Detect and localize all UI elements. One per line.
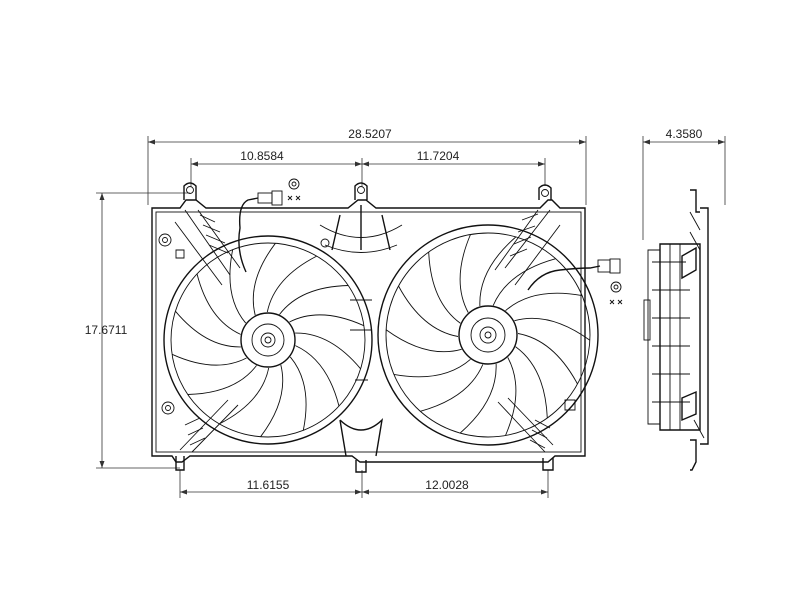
front-view <box>151 178 623 473</box>
shroud-frame <box>151 199 586 463</box>
left-fan-blade <box>260 364 284 437</box>
left-fan-blade <box>175 310 241 348</box>
side-view <box>643 189 709 471</box>
right-fan-blade <box>398 285 459 337</box>
right-fan-blade <box>393 358 471 378</box>
right-fan-blade <box>385 329 462 353</box>
left-fan-blade <box>295 332 361 370</box>
left-fan-blade <box>279 285 349 315</box>
right-fan-blade <box>459 234 471 313</box>
left-fan-blade <box>289 356 307 431</box>
right-fan-blade <box>515 346 548 419</box>
dim-side-depth: 4.3580 <box>666 127 703 141</box>
left-fan <box>163 235 373 445</box>
dim-overall-width: 28.5207 <box>348 127 392 141</box>
right-fan-blade <box>505 292 583 312</box>
right-fan-blade <box>459 363 497 434</box>
right-fan-blade <box>517 333 578 385</box>
right-fan <box>377 224 599 446</box>
dim-lower-left-span: 11.6155 <box>247 478 290 492</box>
left-fan-blade <box>171 353 247 366</box>
right-fan-blade <box>428 251 461 324</box>
left-fan-blade <box>289 314 365 327</box>
dim-lower-right-span: 12.0028 <box>425 478 469 492</box>
dim-upper-left-span: 10.8584 <box>240 149 284 163</box>
right-fan-blade <box>492 258 556 306</box>
left-fan-blade <box>295 345 340 407</box>
right-fan-blade <box>505 357 517 436</box>
right-fan-blade <box>420 364 484 412</box>
dim-upper-right-span: 11.7204 <box>417 149 460 163</box>
dimension-lines <box>96 136 726 498</box>
left-fan-blade <box>187 365 257 395</box>
dim-overall-height: 17.6711 <box>85 323 128 337</box>
right-fan-blade <box>479 236 517 307</box>
left-fan-blade <box>196 273 241 335</box>
left-fan-blade <box>266 255 317 313</box>
right-fan-blade <box>514 317 591 341</box>
left-fan-blade <box>252 243 276 316</box>
left-fan-blade <box>229 249 247 324</box>
left-fan-blade <box>219 367 270 425</box>
